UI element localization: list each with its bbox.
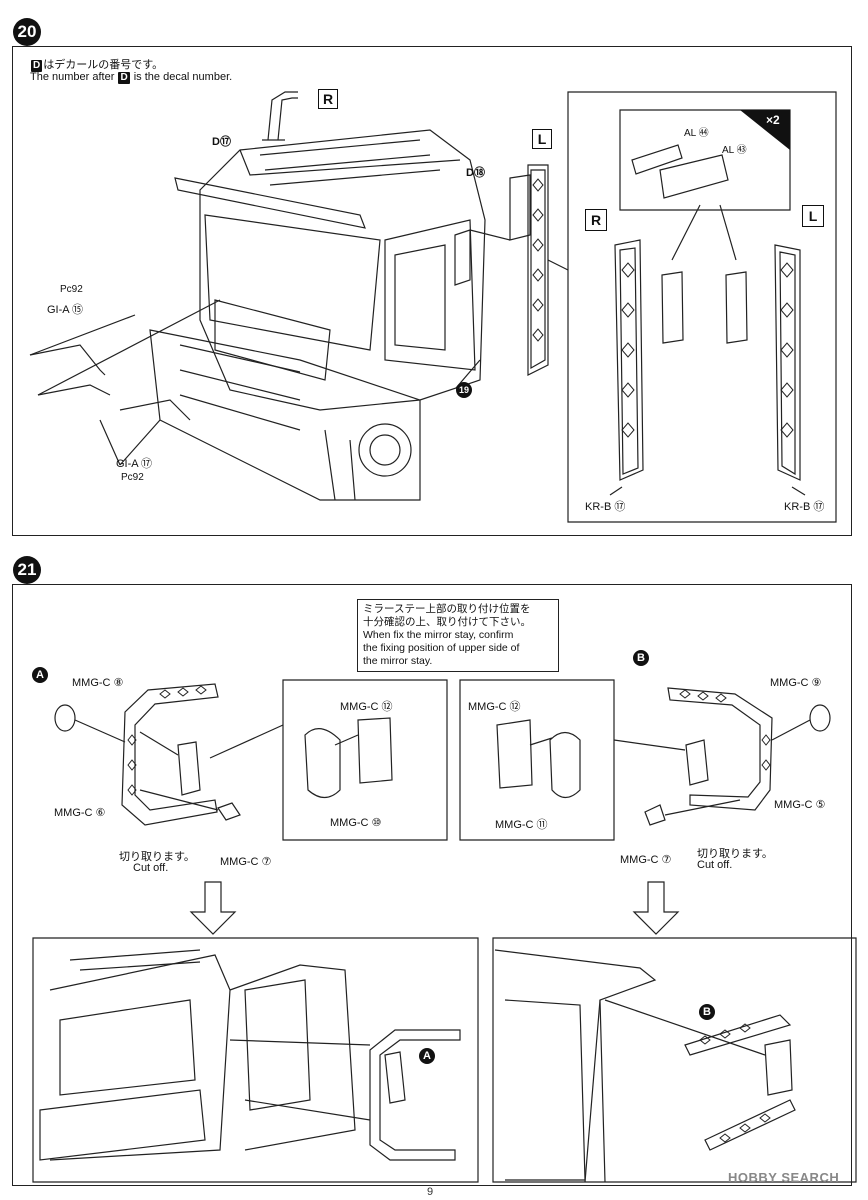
note-jp-1: ミラーステー上部の取り付け位置を (363, 603, 531, 615)
inset-r-tag: R (585, 209, 607, 231)
mirror-stay-note: ミラーステー上部の取り付け位置を 十分確認の上、取り付けて下さい。 When f… (357, 599, 559, 672)
step-21-number: 21 (13, 556, 41, 584)
inset-l-tag: L (802, 205, 824, 227)
marker-a: A (32, 667, 48, 683)
label-mmgc6: MMG-C ⑥ (54, 807, 106, 819)
label-gia15: GI-A ⑮ (47, 304, 84, 316)
marker-b-bottom: B (699, 1004, 715, 1020)
marker-a-bottom: A (419, 1048, 435, 1064)
label-d17: D⑰ (212, 136, 231, 148)
step-20-frame (12, 46, 852, 536)
label-al54: AL ㊹ (684, 128, 709, 139)
step-20-number: 20 (13, 18, 41, 46)
step-20-r-tag: R (318, 89, 338, 109)
label-mmgc8: MMG-C ⑧ (72, 677, 124, 689)
page-number: 9 (427, 1186, 434, 1198)
part-19-marker: 19 (456, 382, 472, 398)
step-21-frame (12, 584, 852, 1186)
x2-label: ×2 (766, 113, 780, 127)
label-pc92-top: Pc92 (60, 284, 83, 295)
cutoff-en-left: Cut off. (133, 862, 169, 874)
label-mmgc7-right: MMG-C ⑦ (620, 854, 672, 866)
marker-b: B (633, 650, 649, 666)
decal-badge-en: D (118, 72, 130, 84)
label-mmgc7-left: MMG-C ⑦ (220, 856, 272, 868)
label-mmgc12-right: MMG-C ⑫ (468, 701, 521, 713)
decal-note-en-post: is the decal number. (133, 71, 233, 83)
cutoff-jp-right: 切り取ります。 (697, 848, 773, 860)
label-mmgc11: MMG-C ⑪ (495, 819, 548, 831)
hobby-search-watermark: HOBBY SEARCH (728, 1170, 840, 1185)
cutoff-jp-left: 切り取ります。 (119, 851, 195, 863)
label-mmgc12-left: MMG-C ⑫ (340, 701, 393, 713)
label-krb17-left: KR-B ⑰ (585, 501, 626, 513)
note-en-1: When fix the mirror stay, confirm (363, 629, 514, 641)
label-mmgc5: MMG-C ⑤ (774, 799, 826, 811)
decal-note-jp-text: はデカールの番号です。 (43, 59, 164, 71)
label-pc92-bottom: Pc92 (121, 472, 144, 483)
label-mmgc9: MMG-C ⑨ (770, 677, 822, 689)
label-mmgc10: MMG-C ⑩ (330, 817, 382, 829)
decal-note-en-pre: The number after (30, 71, 115, 83)
note-jp-2: 十分確認の上、取り付けて下さい。 (363, 616, 531, 628)
label-gia17: GI-A ⑰ (116, 458, 153, 470)
step-20-l-tag: L (532, 129, 552, 149)
cutoff-en-right: Cut off. (697, 859, 733, 871)
decal-note-en: The number after D is the decal number. (30, 71, 232, 84)
decal-badge: D (31, 60, 43, 72)
label-d18: D⑱ (466, 167, 485, 179)
label-al53: AL ㊸ (722, 145, 747, 156)
label-krb17-right: KR-B ⑰ (784, 501, 825, 513)
note-en-3: the mirror stay. (363, 655, 433, 667)
note-en-2: the fixing position of upper side of (363, 642, 520, 654)
